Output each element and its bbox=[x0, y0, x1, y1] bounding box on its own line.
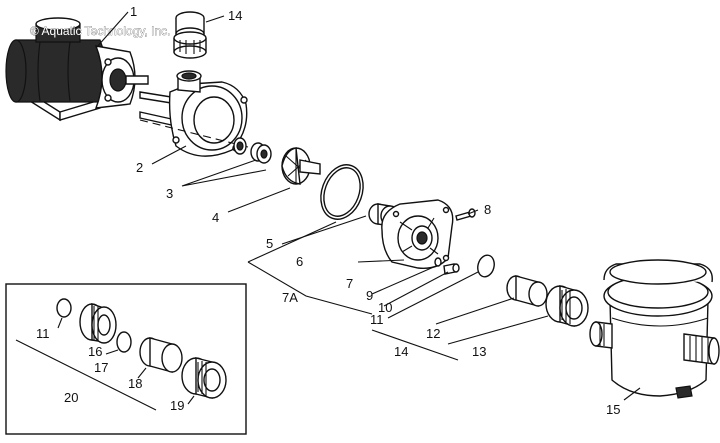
union-kit-inset-box bbox=[5, 283, 247, 435]
strainer-pot bbox=[589, 259, 720, 399]
motor: © Aquatic Technology, Inc. bbox=[5, 17, 171, 122]
top-union bbox=[173, 11, 207, 59]
union-o-ring bbox=[477, 254, 495, 278]
inset-tailpiece bbox=[139, 337, 183, 373]
callout-11-upper: 11 bbox=[370, 312, 384, 327]
callout-7: 7 bbox=[346, 276, 353, 291]
inset-o-ring-11 bbox=[56, 298, 72, 318]
callout-labels: 1 14 2 3 4 5 6 7 7A 8 9 10 11 12 13 14 1… bbox=[36, 4, 620, 417]
drain-o-ring bbox=[434, 257, 442, 267]
inset-threaded-adapter bbox=[79, 303, 117, 344]
faceplate-diffuser bbox=[381, 199, 454, 269]
callout-16: 16 bbox=[88, 344, 102, 359]
callout-7a: 7A bbox=[282, 290, 298, 305]
union-nut bbox=[545, 285, 589, 327]
shaft-seal bbox=[233, 137, 272, 164]
faceplate-screw bbox=[455, 208, 476, 221]
assembly-axis bbox=[139, 119, 249, 148]
drain-plug bbox=[443, 263, 460, 275]
callout-3: 3 bbox=[166, 186, 173, 201]
callout-4: 4 bbox=[212, 210, 219, 225]
union-tailpiece bbox=[506, 275, 548, 307]
callout-2: 2 bbox=[136, 160, 143, 175]
callout-8: 8 bbox=[484, 202, 491, 217]
leader-lines bbox=[15, 11, 641, 411]
callout-11-inset: 11 bbox=[36, 326, 50, 341]
large-o-ring-inner bbox=[323, 167, 361, 217]
callout-18: 18 bbox=[128, 376, 142, 391]
large-o-ring bbox=[320, 164, 364, 220]
callout-17: 17 bbox=[94, 360, 108, 375]
callout-14-top: 14 bbox=[228, 8, 242, 23]
callout-20: 20 bbox=[64, 390, 78, 405]
callout-12: 12 bbox=[426, 326, 440, 341]
callout-15: 15 bbox=[606, 402, 620, 417]
impeller bbox=[281, 147, 321, 185]
callout-1: 1 bbox=[130, 4, 137, 19]
callout-5: 5 bbox=[266, 236, 273, 251]
inset-o-ring-17 bbox=[116, 331, 132, 353]
callout-10: 10 bbox=[378, 300, 392, 315]
copyright-watermark: © Aquatic Technology, Inc. bbox=[30, 24, 170, 38]
pump-housing bbox=[139, 70, 248, 157]
callout-6: 6 bbox=[296, 254, 303, 269]
callout-19: 19 bbox=[170, 398, 184, 413]
callout-9: 9 bbox=[366, 288, 373, 303]
callout-13: 13 bbox=[472, 344, 486, 359]
inset-union-nut bbox=[181, 357, 227, 399]
callout-14-lower: 14 bbox=[394, 344, 408, 359]
